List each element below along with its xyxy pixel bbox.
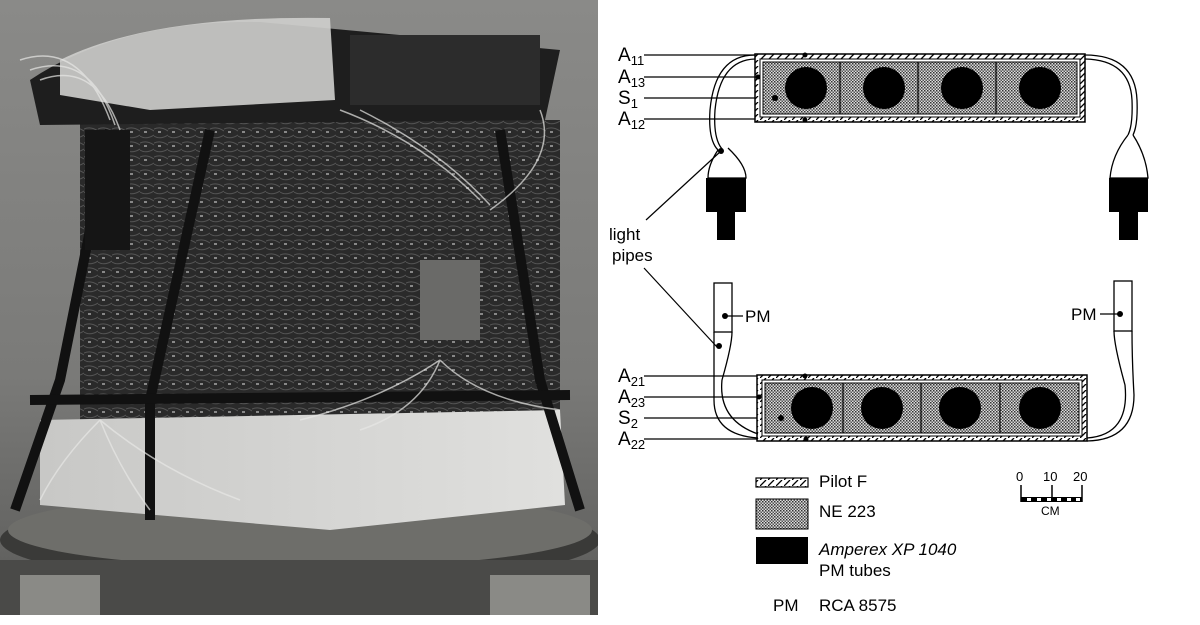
photo-bottom-edge [0,615,598,625]
lower-pm-tube-4 [1019,387,1061,429]
lower-pm-tube-1 [791,387,833,429]
upper-right-pipe-flare [1109,134,1149,179]
label-a23: A23 [618,387,646,410]
lower-assembly [644,280,1135,442]
label-s2: S2 [618,408,638,431]
pm-label-right: PM [1071,305,1097,324]
legend [755,477,809,564]
scale-unit: CM [1041,504,1060,518]
upper-left-pipe-flare [707,147,747,179]
instrument-photo [0,0,598,625]
label-a13: A13 [618,67,646,90]
label-a22: A22 [618,429,646,452]
upper-pm-tube-1 [785,67,827,109]
scale-tick-10: 10 [1043,469,1058,484]
upper-right-xp1040-tube [1109,178,1148,212]
light-pipes-leader-2 [643,267,718,348]
light-pipes-label-line1: light [609,225,641,244]
upper-right-light-pipe [1084,54,1138,136]
pm-label-left: PM [745,307,771,326]
top-electronics-box [350,35,540,105]
upper-pm-tube-3 [941,67,983,109]
upper-left-xp1040-base [717,212,735,240]
lower-pm-tube-2 [861,387,903,429]
upper-left-light-pipe [709,54,756,151]
legend-swatch-pm-tubes [756,537,808,564]
legend-label-pm-tubes-line2: PM tubes [819,561,891,580]
legend-label-pilot-f: Pilot F [819,472,868,491]
label-a12: A12 [618,109,646,132]
legend-label-pm-tubes-line1: Amperex XP 1040 [819,540,957,559]
upper-light-pipe-sheet [60,17,335,110]
scale-tick-0: 0 [1016,469,1024,484]
legend-label-ne223: NE 223 [819,502,876,521]
lower-left-light-pipe [713,332,759,439]
lower-right-light-pipe [1086,330,1127,439]
lower-pm-tube-3 [939,387,981,429]
label-a21: A21 [618,366,646,389]
label-s1: S1 [618,88,638,111]
light-pipes-leader-1 [645,150,722,221]
upper-pm-tube-4 [1019,67,1061,109]
legend-swatch-pilot-f [755,477,809,488]
light-pipes-label-line2: pipes [612,246,653,265]
upper-assembly [644,52,1149,240]
legend-pm-key: PM [773,596,799,615]
lower-light-pipe-sheet [40,410,565,530]
label-a11: A11 [618,45,645,68]
scale-tick-20: 20 [1073,469,1088,484]
light-pipe-strands [19,55,561,511]
detector-diagram: A11 A13 S1 A12 light pipes PM PM A21 A23… [600,0,1200,625]
scale-bar [1020,485,1083,502]
lower-left-rca8575-pm [713,282,733,333]
legend-swatch-ne223 [755,498,809,530]
upper-left-xp1040-tube [706,178,746,212]
legend-pm-value: RCA 8575 [819,596,897,615]
pm-tube-right [420,260,480,340]
upper-pm-tube-2 [863,67,905,109]
lower-right-rca8575-pm [1113,280,1133,332]
pm-tube-left [85,130,130,250]
upper-right-xp1040-base [1119,212,1138,240]
